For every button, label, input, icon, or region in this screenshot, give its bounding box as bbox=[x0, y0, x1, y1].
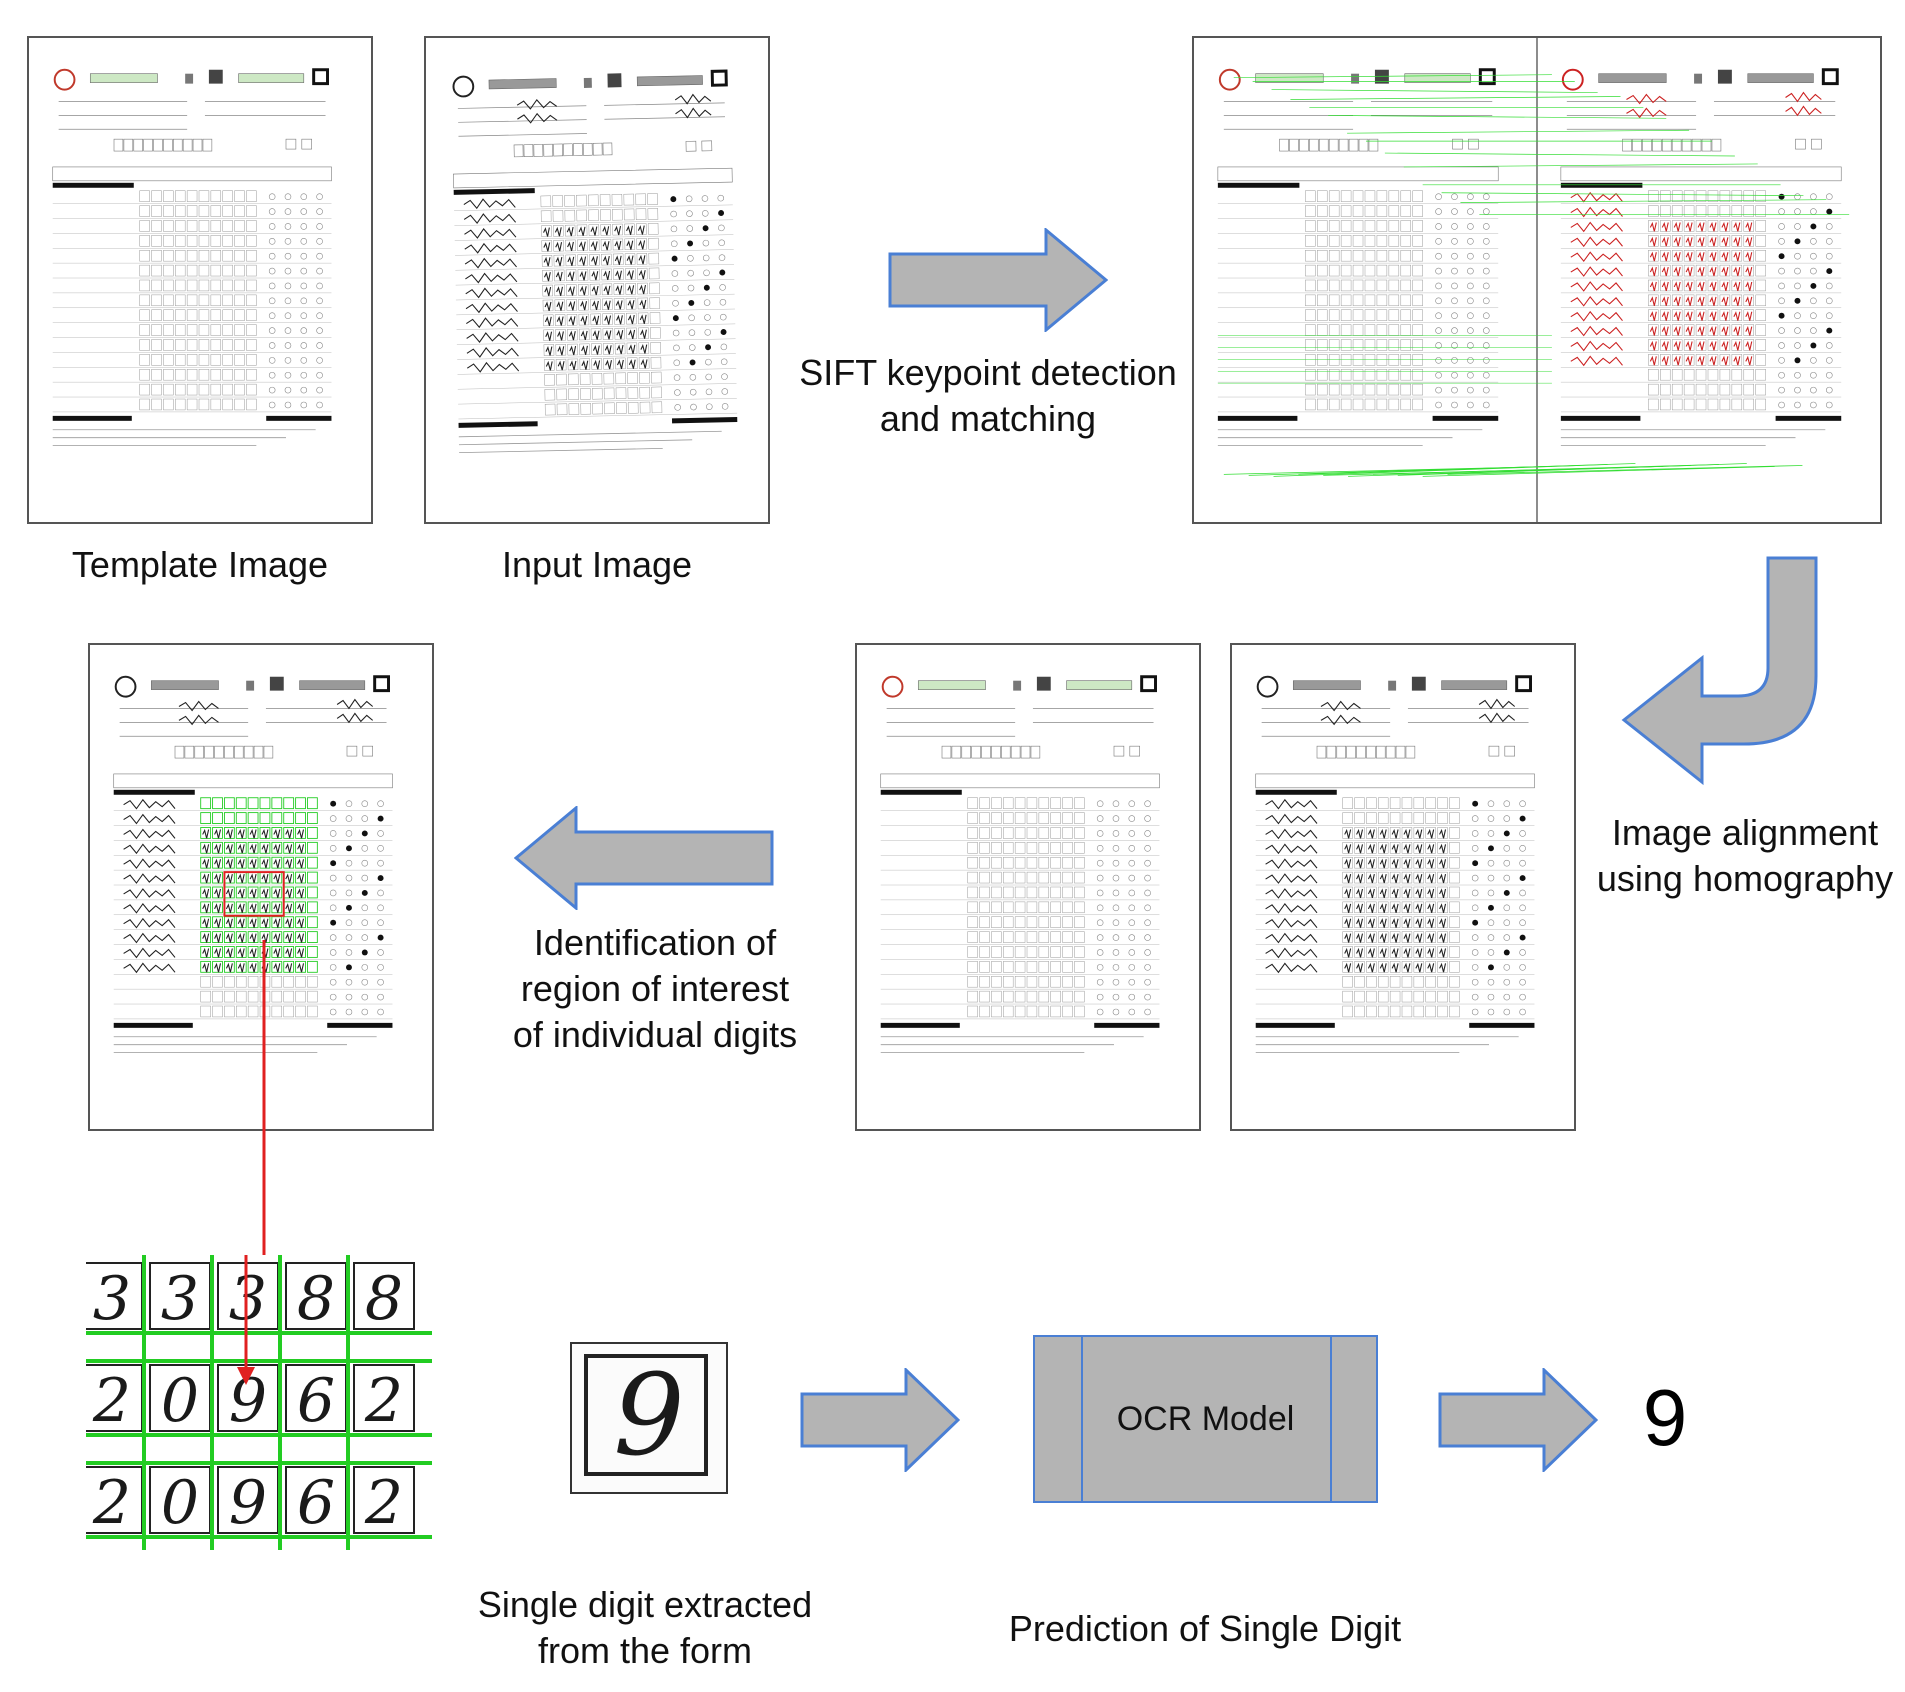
qr-code-icon bbox=[607, 73, 622, 88]
zoomed-digit: 3 bbox=[93, 1264, 131, 1334]
match-line bbox=[1271, 89, 1598, 93]
form-drawing bbox=[52, 68, 332, 447]
form-drawing bbox=[452, 69, 738, 454]
template-image-panel bbox=[27, 36, 373, 524]
match-line bbox=[1347, 129, 1690, 134]
match-line bbox=[1460, 199, 1827, 203]
digit-cell bbox=[353, 1364, 415, 1432]
form-drawing bbox=[1560, 68, 1842, 447]
extracted-digit-inner-frame bbox=[584, 1354, 708, 1476]
right-arrow-to-ocr bbox=[800, 1368, 960, 1472]
qr-code-icon bbox=[1411, 676, 1426, 691]
roi-identification-panel bbox=[88, 643, 434, 1131]
emblem-icon bbox=[53, 68, 76, 91]
extracted-digit-box: 9 bbox=[570, 1342, 728, 1494]
zoomed-digit: 0 bbox=[161, 1468, 199, 1538]
zoomed-digit: 2 bbox=[364, 1366, 403, 1436]
match-line bbox=[1447, 465, 1803, 475]
qr-code-icon bbox=[269, 676, 284, 691]
sift-caption-line-1: SIFT keypoint detection bbox=[799, 352, 1177, 393]
match-line bbox=[1422, 466, 1775, 477]
zoomed-digit: 8 bbox=[365, 1264, 403, 1334]
input-image-caption: Input Image bbox=[501, 544, 693, 585]
match-line bbox=[1397, 463, 1747, 476]
extracted-digit: 9 bbox=[613, 1351, 685, 1481]
roi-caption: Identification of region of interest of … bbox=[470, 920, 840, 1058]
zoomed-digit: 6 bbox=[297, 1366, 335, 1436]
digit-cell bbox=[353, 1262, 415, 1330]
single-digit-caption: Single digit extracted from the form bbox=[460, 1582, 830, 1674]
emblem-icon bbox=[114, 675, 137, 698]
digit-cell bbox=[353, 1466, 415, 1534]
match-line bbox=[1403, 163, 1758, 168]
zoomed-digit: 2 bbox=[364, 1468, 403, 1538]
qr-code-icon bbox=[1374, 69, 1389, 84]
roi-highlight-box bbox=[223, 871, 285, 917]
emblem-icon bbox=[1218, 68, 1241, 91]
zoomed-digit: 9 bbox=[229, 1468, 267, 1538]
left-arrow-roi bbox=[514, 806, 774, 910]
aligned-template-panel bbox=[855, 643, 1201, 1131]
match-line bbox=[1328, 115, 1667, 119]
template-image-caption: Template Image bbox=[71, 544, 329, 585]
input-image-panel bbox=[424, 36, 770, 524]
form-drawing bbox=[1217, 68, 1499, 447]
ocr-box-divider-left bbox=[1081, 1337, 1083, 1501]
single-digit-caption-line-2: from the form bbox=[537, 1630, 753, 1671]
zoomed-digit: 3 bbox=[161, 1264, 199, 1334]
red-pointer-head bbox=[237, 1367, 255, 1385]
match-line bbox=[1441, 192, 1804, 197]
qr-code-icon bbox=[208, 69, 223, 84]
emblem-icon bbox=[452, 75, 475, 98]
form-drawing bbox=[880, 675, 1160, 1054]
match-line bbox=[1298, 463, 1636, 475]
emblem-icon bbox=[1561, 68, 1584, 91]
emblem-icon bbox=[881, 675, 904, 698]
aligned-input-panel bbox=[1230, 643, 1576, 1131]
keypoint-matching-panel bbox=[1192, 36, 1882, 524]
sift-caption: SIFT keypoint detection and matching bbox=[778, 350, 1198, 442]
ocr-model-box: OCR Model bbox=[1033, 1335, 1378, 1503]
zoomed-digit: 0 bbox=[161, 1366, 199, 1436]
single-digit-caption-line-1: Single digit extracted bbox=[477, 1584, 813, 1625]
roi-caption-line-1: Identification of bbox=[533, 922, 777, 963]
form-drawing bbox=[113, 675, 393, 1054]
ocr-box-divider-right bbox=[1330, 1337, 1332, 1501]
right-arrow-to-result bbox=[1438, 1368, 1598, 1472]
prediction-caption: Prediction of Single Digit bbox=[1008, 1608, 1402, 1649]
zoomed-digit: 6 bbox=[297, 1468, 335, 1538]
match-line bbox=[1384, 152, 1735, 157]
zoomed-digit: 2 bbox=[92, 1366, 131, 1436]
match-line bbox=[1233, 74, 1552, 79]
qr-code-icon bbox=[1717, 69, 1732, 84]
form-drawing bbox=[1255, 675, 1535, 1054]
homography-caption-line-2: using homography bbox=[1596, 858, 1894, 899]
curved-arrow-homography bbox=[1620, 556, 1820, 786]
predicted-digit: 9 bbox=[1642, 1373, 1688, 1462]
right-arrow-sift bbox=[888, 228, 1108, 332]
qr-code-icon bbox=[1036, 676, 1051, 691]
zoomed-digit: 2 bbox=[92, 1468, 131, 1538]
zoomed-digit: 8 bbox=[297, 1264, 335, 1334]
zoomed-digit: 3 bbox=[229, 1264, 267, 1334]
emblem-icon bbox=[1256, 675, 1279, 698]
homography-caption-line-1: Image alignment bbox=[1611, 812, 1879, 853]
sift-caption-line-2: and matching bbox=[879, 398, 1097, 439]
match-line bbox=[1290, 96, 1621, 100]
roi-caption-line-3: of individual digits bbox=[512, 1014, 798, 1055]
roi-caption-line-2: region of interest bbox=[520, 968, 790, 1009]
ocr-model-label: OCR Model bbox=[1116, 1400, 1295, 1438]
homography-caption: Image alignment using homography bbox=[1585, 810, 1905, 902]
